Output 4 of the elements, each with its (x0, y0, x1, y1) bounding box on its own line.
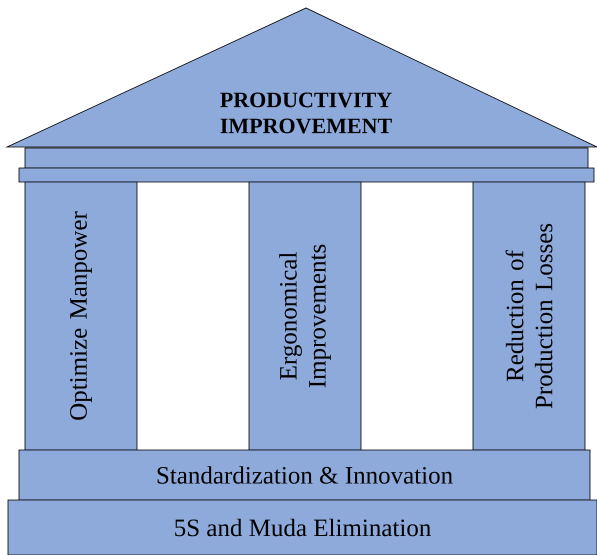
beam-bar (18, 168, 594, 182)
beam-bar (24, 148, 588, 168)
step-box: 5S and Muda Elimination (8, 500, 597, 555)
step-box: Standardization & Innovation (18, 450, 590, 500)
